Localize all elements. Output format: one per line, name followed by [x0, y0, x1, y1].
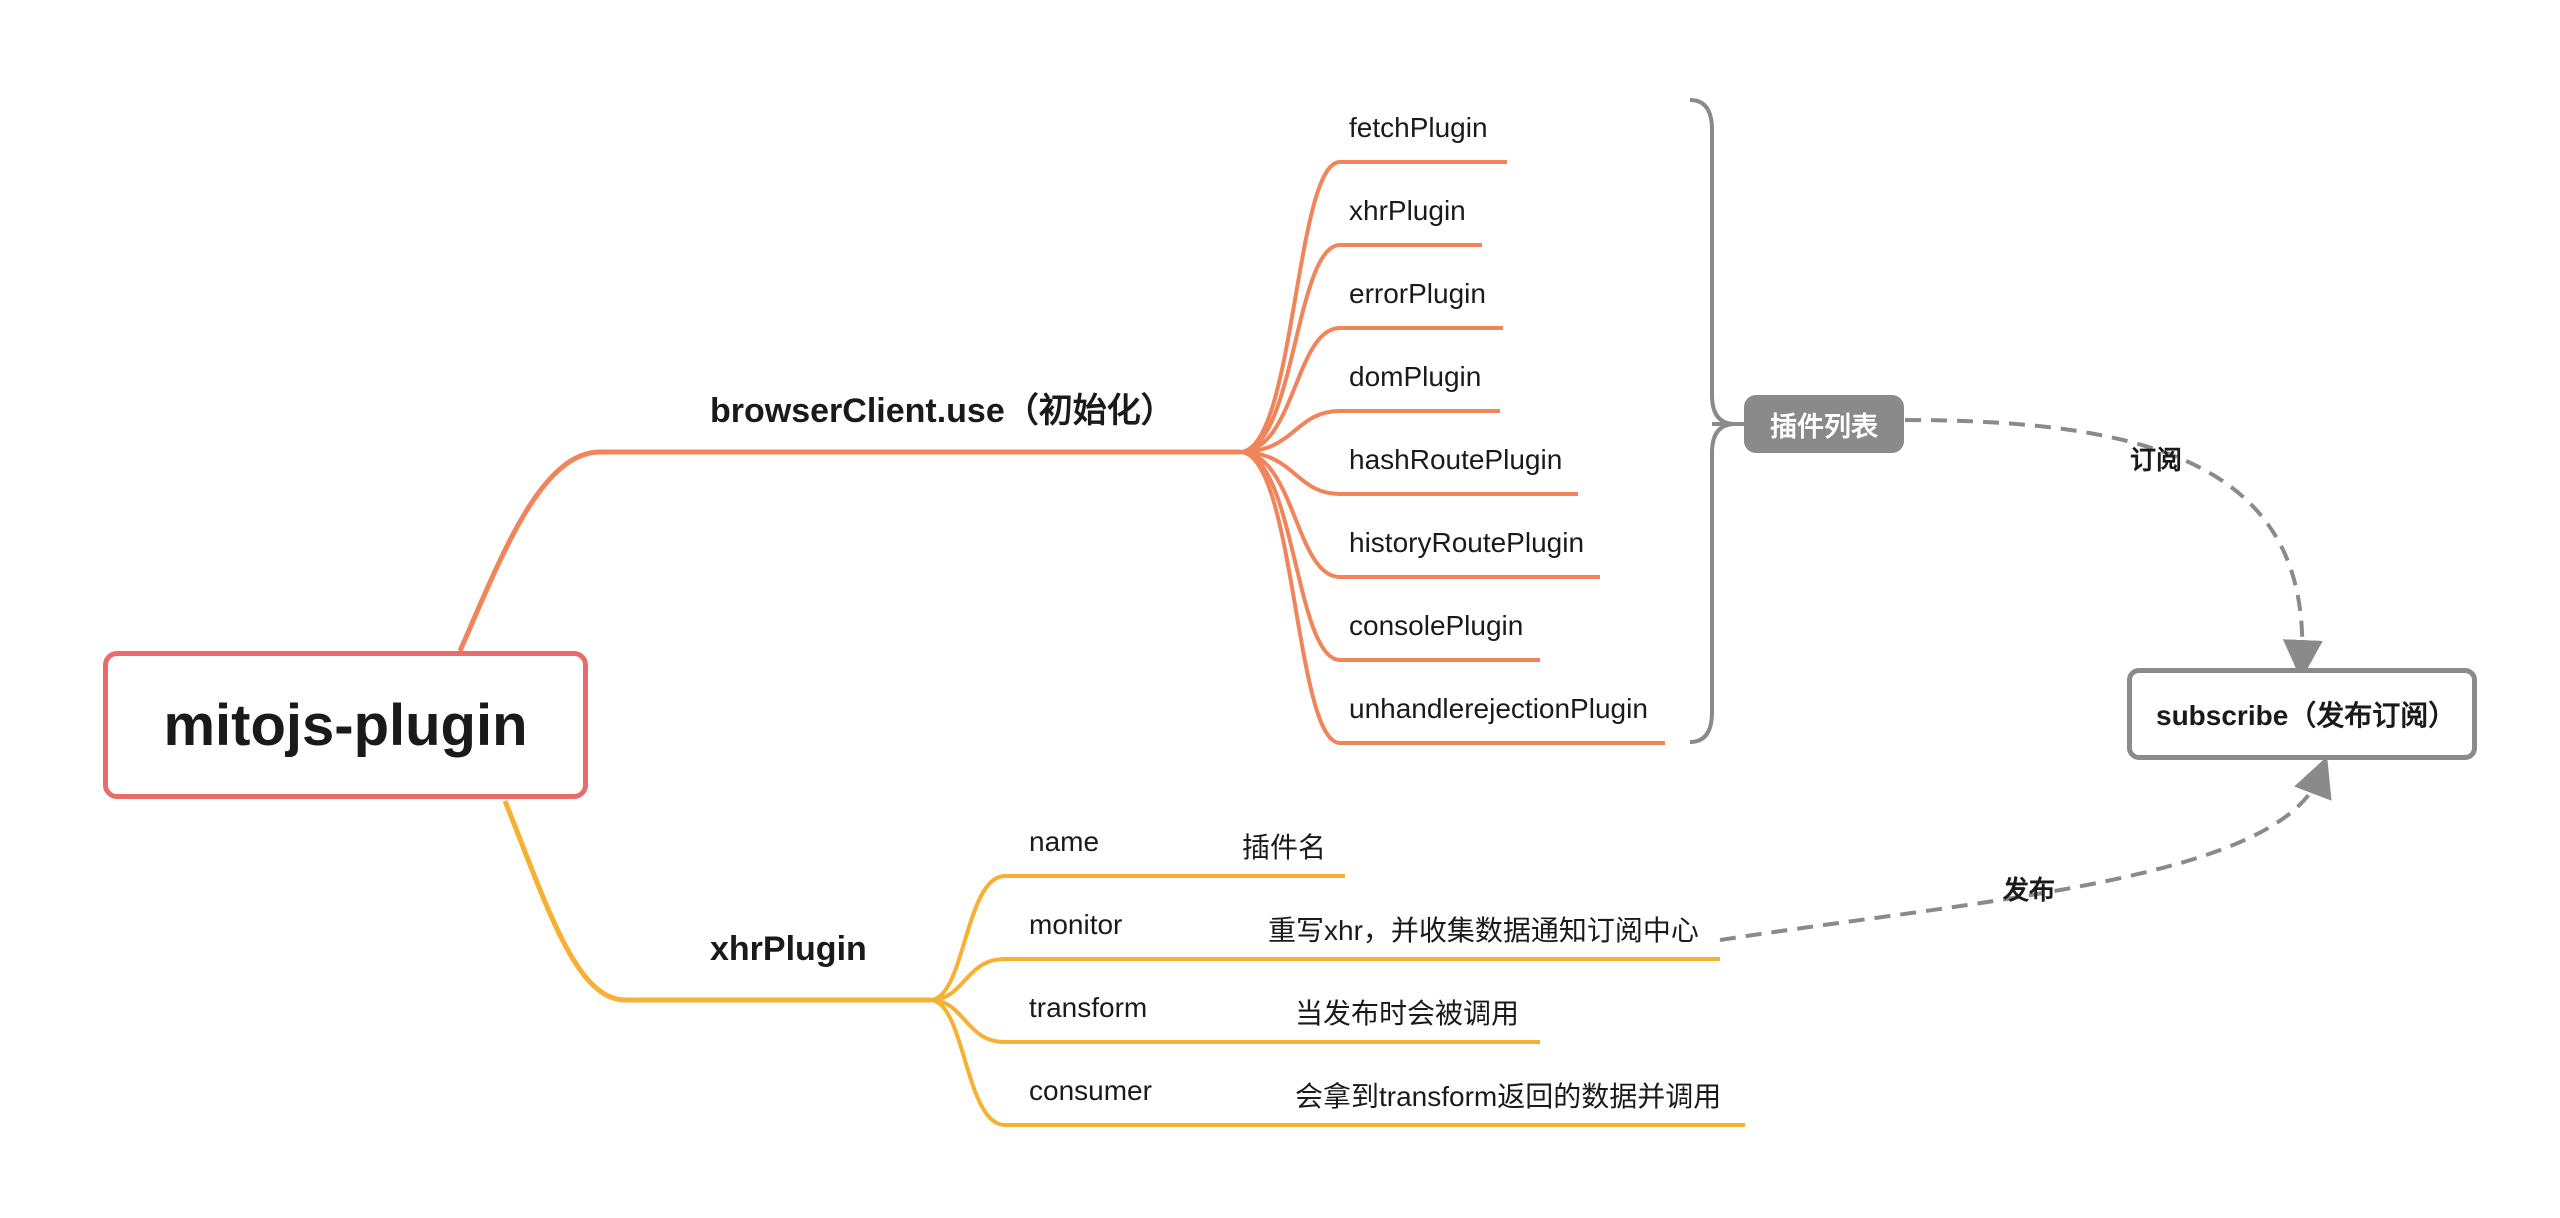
xhr-leaf-line — [929, 874, 1345, 1002]
browser-leaf-item: hashRoutePlugin — [1349, 444, 1563, 475]
plugin-list-bracket — [1689, 98, 1736, 744]
subscribe-box: subscribe（发布订阅） — [2127, 668, 2477, 760]
xhr-leaf-line — [929, 998, 1540, 1044]
subscribe-edge — [1904, 418, 2323, 680]
xhr-leaf-line — [929, 998, 1745, 1127]
xhr-leaf-lines — [929, 874, 1745, 1127]
plugin-list-label: 插件列表 — [1744, 395, 1904, 453]
xhr-branch-title: xhrPlugin — [710, 930, 867, 968]
xhr-row-key: transform — [1029, 992, 1148, 1023]
browser-leaf-line — [1239, 326, 1503, 454]
browser-leaf-lines — [1239, 160, 1665, 745]
xhr-row-key: name — [1029, 826, 1100, 857]
root-node: mitojs-plugin — [103, 651, 588, 799]
browser-leaf-item: consolePlugin — [1349, 610, 1524, 641]
browser-leaf-line — [1239, 450, 1665, 745]
xhr-row-value: 会拿到transform返回的数据并调用 — [1295, 1081, 1722, 1112]
subscribe-edge-label: 订阅 — [2130, 445, 2183, 475]
browser-leaf-line — [1239, 450, 1578, 496]
xhr-leaf-line — [929, 957, 1720, 1002]
browser-leaf-line — [1239, 450, 1600, 579]
xhr-row-key: consumer — [1029, 1075, 1152, 1106]
publish-edge-label: 发布 — [2003, 875, 2056, 905]
xhr-row-value: 重写xhr，并收集数据通知订阅中心 — [1268, 915, 1699, 946]
root-to-xhr-line — [502, 800, 930, 1003]
browser-leaf-line — [1239, 450, 1540, 662]
browser-branch-title: browserClient.use（初始化） — [710, 392, 1175, 430]
browser-leaf-line — [1239, 409, 1500, 454]
browser-leaf-line — [1239, 243, 1482, 454]
publish-edge — [1719, 756, 2332, 942]
browser-leaf-item: fetchPlugin — [1349, 112, 1488, 143]
browser-leaf-line — [1239, 160, 1507, 454]
browser-leaf-item: domPlugin — [1349, 361, 1482, 392]
browser-leaf-item: unhandlerejectionPlugin — [1349, 693, 1648, 724]
browser-leaf-item: xhrPlugin — [1349, 195, 1466, 226]
root-to-browser-line — [457, 449, 1240, 653]
browser-leaf-item: historyRoutePlugin — [1349, 527, 1585, 558]
xhr-row-key: monitor — [1029, 909, 1123, 940]
xhr-row-value: 插件名 — [1242, 832, 1327, 863]
browser-leaf-item: errorPlugin — [1349, 278, 1486, 309]
xhr-row-value: 当发布时会被调用 — [1295, 998, 1520, 1029]
